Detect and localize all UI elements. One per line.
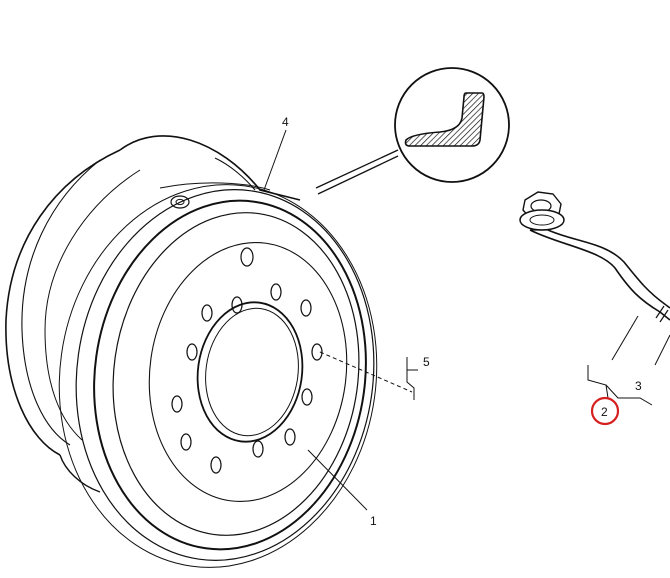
- callout-1: 1: [370, 514, 377, 528]
- callout-labels: 4 5 3 1 2: [282, 115, 642, 528]
- stud-holes: [171, 283, 323, 474]
- callout-3: 3: [635, 379, 642, 393]
- rim-profile-detail: [315, 67, 510, 195]
- valve-assembly: [519, 191, 670, 323]
- callout-4: 4: [282, 115, 289, 129]
- callout-5: 5: [423, 355, 430, 369]
- callout-2-highlight-ring: [590, 396, 620, 426]
- wheel-rim: [5, 135, 378, 568]
- leader-lines: [263, 129, 670, 511]
- callout-2: 2: [601, 405, 608, 419]
